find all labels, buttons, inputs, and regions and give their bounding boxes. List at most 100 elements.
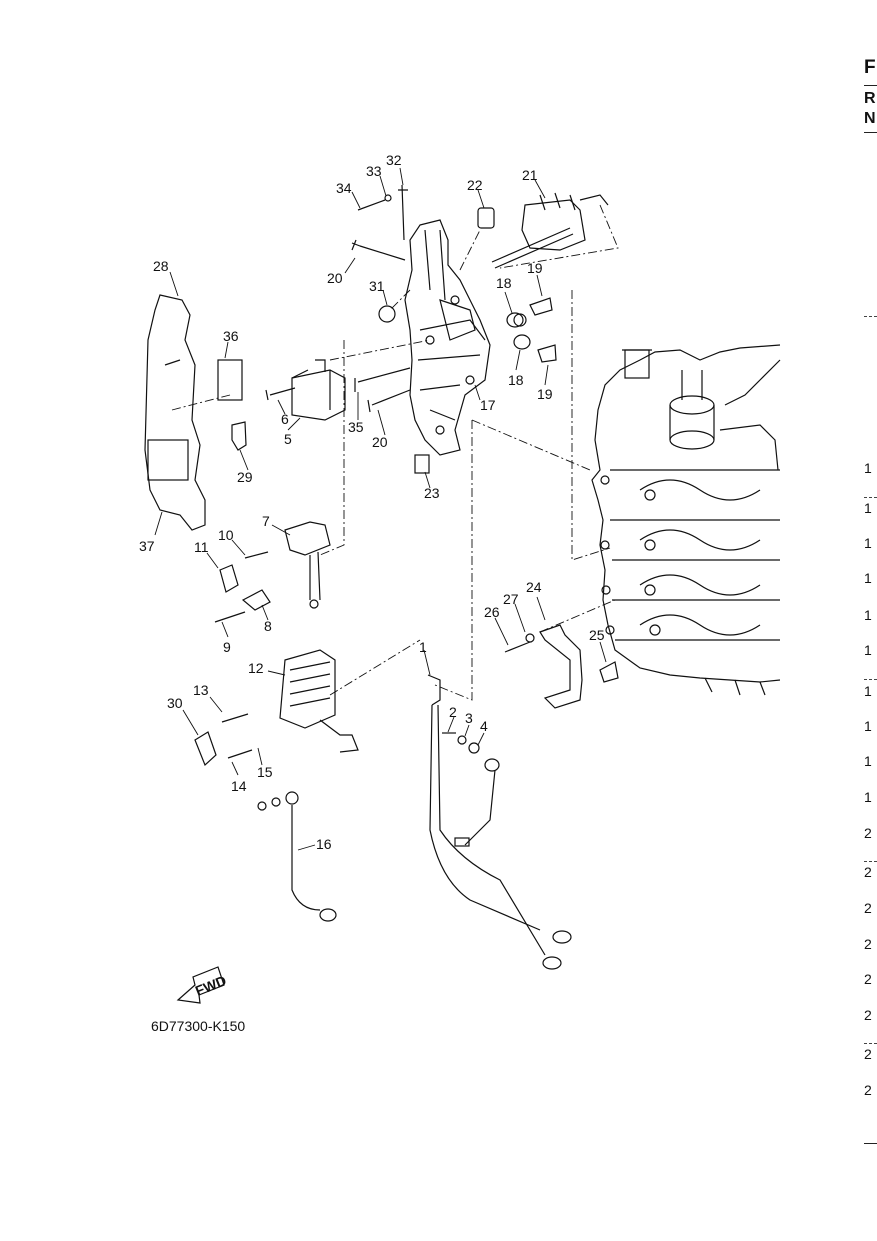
- main-bracket: [404, 219, 491, 456]
- battery-lead-1: [427, 674, 572, 970]
- callout-26: 26: [484, 604, 500, 620]
- clip-29: [231, 421, 247, 451]
- callout-29: 29: [237, 469, 253, 485]
- edge-rule: [864, 132, 877, 133]
- callout-5: 5: [284, 431, 292, 447]
- callout-23: 23: [424, 485, 440, 501]
- callout-10: 10: [218, 527, 234, 543]
- callout-36: 36: [223, 328, 239, 344]
- callout-20a: 20: [327, 270, 343, 286]
- bolt-14: [227, 749, 253, 759]
- callout-24: 24: [526, 579, 542, 595]
- callout-27: 27: [503, 591, 519, 607]
- callout-31: 31: [369, 278, 385, 294]
- edge-index: 2: [864, 1046, 872, 1062]
- callout-9: 9: [223, 639, 231, 655]
- callout-13: 13: [193, 682, 209, 698]
- callout-30: 30: [167, 695, 183, 711]
- bolt-9: [214, 611, 246, 623]
- leader-lines: [171, 204, 619, 701]
- callout-12: 12: [248, 660, 264, 676]
- sleeve-31: [378, 305, 396, 323]
- callout-19a: 19: [527, 260, 543, 276]
- callout-19b: 19: [537, 386, 553, 402]
- fwd-label: FWD: [193, 972, 229, 999]
- callout-33: 33: [366, 163, 382, 179]
- callout-11: 11: [194, 539, 209, 555]
- ignition-coil-7: [284, 521, 331, 609]
- callout-4: 4: [480, 718, 488, 734]
- cap-11: [219, 564, 239, 593]
- relay-5: [291, 359, 346, 421]
- edge-index: 2: [864, 864, 872, 880]
- edge-index: 1: [864, 789, 872, 805]
- callout-18b: 18: [508, 372, 524, 388]
- edge-rule: [864, 497, 877, 498]
- callout-7: 7: [262, 513, 270, 529]
- bolt-10: [244, 551, 269, 559]
- washer-33: [384, 194, 392, 202]
- edge-rule: [864, 861, 877, 862]
- edge-rule: [864, 1143, 877, 1144]
- edge-header-n: N: [864, 110, 876, 127]
- callout-2: 2: [449, 704, 457, 720]
- callout-1: 1: [419, 639, 427, 655]
- edge-index: 1: [864, 753, 872, 769]
- edge-header-r: R: [864, 90, 876, 107]
- edge-rule: [864, 679, 877, 680]
- edge-rule: [864, 85, 877, 86]
- callout-35: 35: [348, 419, 364, 435]
- callout-8: 8: [264, 618, 272, 634]
- callout-16: 16: [316, 836, 332, 852]
- fastener-23: [414, 454, 430, 474]
- callout-25: 25: [589, 627, 605, 643]
- callout-15: 15: [257, 764, 273, 780]
- bracket-24: [504, 624, 619, 709]
- callout-22: 22: [467, 177, 483, 193]
- clamp-8: [241, 589, 271, 611]
- cable-tie-32: [398, 184, 408, 241]
- edge-index: 2: [864, 900, 872, 916]
- part-code: 6D77300-K150: [151, 1018, 246, 1034]
- edge-index: 2: [864, 1007, 872, 1023]
- callout-17: 17: [480, 397, 496, 413]
- callout-37: 37: [139, 538, 155, 554]
- clip-22: [477, 207, 495, 229]
- edge-index: 1: [864, 718, 872, 734]
- edge-rule: [864, 1043, 877, 1044]
- connector-21: [491, 192, 609, 269]
- rectifier-12: [279, 649, 359, 753]
- hardware-2-3-4: [442, 732, 480, 754]
- callout-6: 6: [281, 411, 289, 427]
- callout-21: 21: [522, 167, 538, 183]
- edge-index: 1: [864, 642, 872, 658]
- callout-32: 32: [386, 152, 402, 168]
- edge-index: 2: [864, 1082, 872, 1098]
- lead-wire-16: [257, 791, 337, 922]
- engine-block: [591, 344, 781, 696]
- grommets-18-19: [506, 297, 557, 363]
- edge-index: 2: [864, 825, 872, 841]
- edge-index: 1: [864, 607, 872, 623]
- callout-34: 34: [336, 180, 352, 196]
- bolts: [265, 199, 411, 413]
- callout-14: 14: [231, 778, 247, 794]
- callout-20b: 20: [372, 434, 388, 450]
- cap-30: [194, 731, 217, 767]
- bolt-13: [221, 713, 249, 723]
- callout-leaders: [154, 167, 607, 851]
- edge-index: 1: [864, 500, 872, 516]
- edge-header-letter: F: [864, 57, 876, 78]
- cover-37: [144, 294, 206, 531]
- edge-index: 2: [864, 971, 872, 987]
- edge-rule: [864, 316, 877, 317]
- edge-index: 1: [864, 683, 872, 699]
- edge-index: 1: [864, 535, 872, 551]
- edge-index: 1: [864, 460, 872, 476]
- callout-3: 3: [465, 710, 473, 726]
- callout-28: 28: [153, 258, 169, 274]
- callout-18a: 18: [496, 275, 512, 291]
- edge-index: 2: [864, 936, 872, 952]
- label-36: [217, 359, 243, 401]
